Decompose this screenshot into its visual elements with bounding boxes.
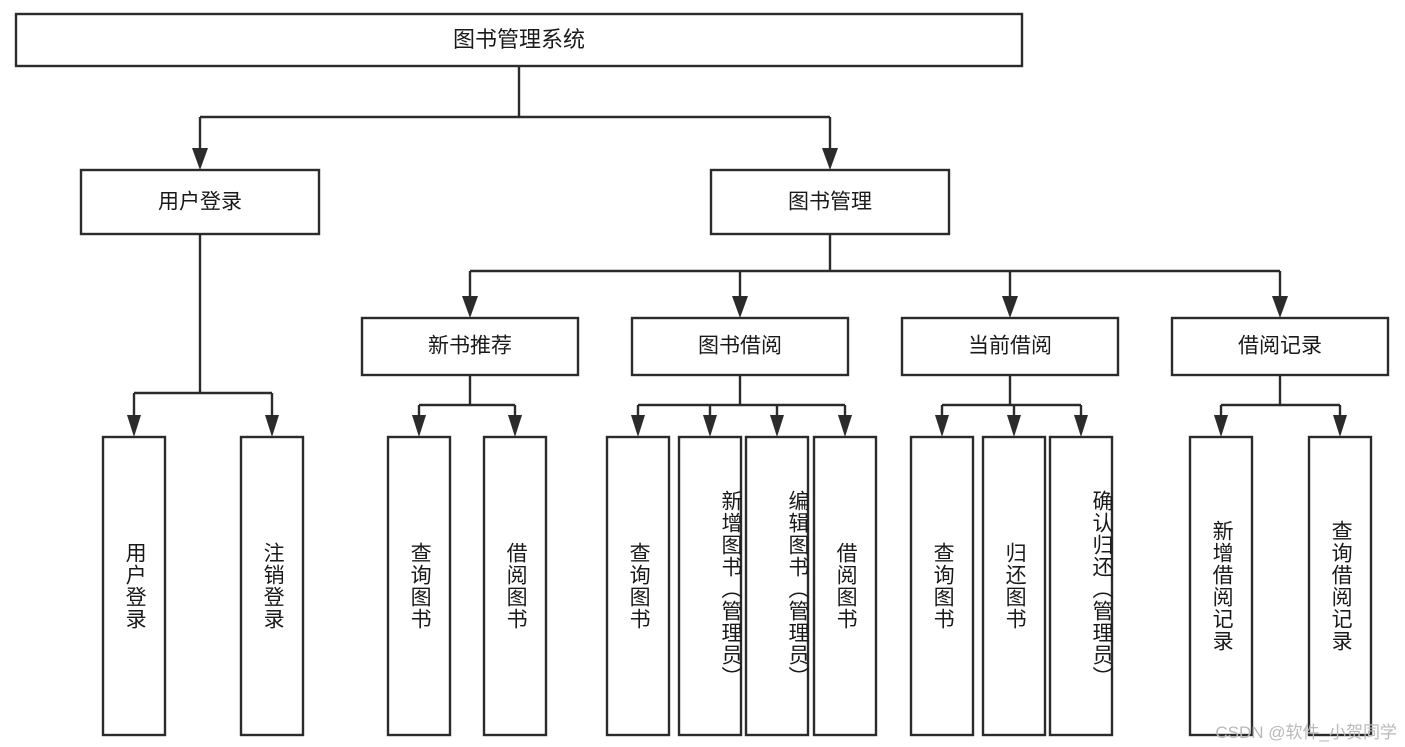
node-borrow-record[interactable]: 借阅记录: [1170, 316, 1390, 377]
book-borrow-box[interactable]: [630, 316, 850, 377]
node-book-borrow[interactable]: 图书借阅: [630, 316, 850, 377]
leaf-box-query-book-a[interactable]: [386, 435, 452, 737]
leaf-box-edit-book[interactable]: [744, 435, 810, 737]
arrow-leaf-borrow-book-a: [508, 415, 522, 437]
arrow-leaf-query-book-b: [631, 415, 645, 437]
current-borrow-label: 当前借阅: [968, 335, 1052, 358]
arrow-leaf-confirm-return: [1074, 415, 1088, 437]
node-root[interactable]: 图书管理系统: [14, 12, 1024, 68]
leaf-box-query-book-b[interactable]: [605, 435, 671, 737]
arrow-leaf-add-book: [703, 415, 717, 437]
arrow-to-current-borrow: [1002, 296, 1018, 318]
arrow-to-user-login: [192, 148, 208, 170]
arrow-leaf-return-book: [1007, 415, 1021, 437]
arrow-leaf-logout: [265, 415, 279, 437]
node-user-login[interactable]: 用户登录: [79, 168, 321, 236]
arrow-leaf-query-book-c: [935, 415, 949, 437]
leaf-box-borrow-book-b[interactable]: [812, 435, 878, 737]
book-management-label: 图书管理: [788, 191, 872, 214]
leaf-box-user-login[interactable]: [101, 435, 167, 737]
connector-layer: [127, 66, 1347, 437]
arrow-to-book-mgmt: [822, 148, 838, 170]
arrow-leaf-add-record: [1214, 415, 1228, 437]
node-current-borrow[interactable]: 当前借阅: [900, 316, 1120, 377]
leaf-box-return-book[interactable]: [981, 435, 1047, 737]
node-new-book-recommend[interactable]: 新书推荐: [360, 316, 580, 377]
node-book-management[interactable]: 图书管理: [709, 168, 951, 236]
new-book-recommend-label: 新书推荐: [428, 335, 512, 358]
leaf-box-query-book-c[interactable]: [909, 435, 975, 737]
leaf-boxes-layer: [101, 435, 1373, 737]
leaf-box-add-record[interactable]: [1188, 435, 1254, 737]
leaf-box-logout[interactable]: [239, 435, 305, 737]
leaf-box-confirm-return[interactable]: [1048, 435, 1114, 737]
user-login-box[interactable]: [79, 168, 321, 236]
arrow-to-borrow-record: [1272, 296, 1288, 318]
root-box[interactable]: [14, 12, 1024, 68]
book-borrow-label: 图书借阅: [698, 335, 782, 358]
user-login-label: 用户登录: [158, 191, 242, 214]
new-book-recommend-box[interactable]: [360, 316, 580, 377]
leaf-box-borrow-book-a[interactable]: [482, 435, 548, 737]
arrow-leaf-query-record: [1333, 415, 1347, 437]
root-label: 图书管理系统: [453, 27, 585, 52]
leaf-box-add-book[interactable]: [677, 435, 743, 737]
borrow-record-label: 借阅记录: [1238, 335, 1322, 358]
arrow-leaf-user-login: [127, 415, 141, 437]
arrow-leaf-borrow-book-b: [838, 415, 852, 437]
current-borrow-box[interactable]: [900, 316, 1120, 377]
borrow-record-box[interactable]: [1170, 316, 1390, 377]
book-management-box[interactable]: [709, 168, 951, 236]
arrow-leaf-edit-book: [770, 415, 784, 437]
arrow-leaf-query-book-a: [412, 415, 426, 437]
arrow-to-book-borrow: [732, 296, 748, 318]
leaf-box-query-record[interactable]: [1307, 435, 1373, 737]
arrow-to-new-book-rec: [462, 296, 478, 318]
